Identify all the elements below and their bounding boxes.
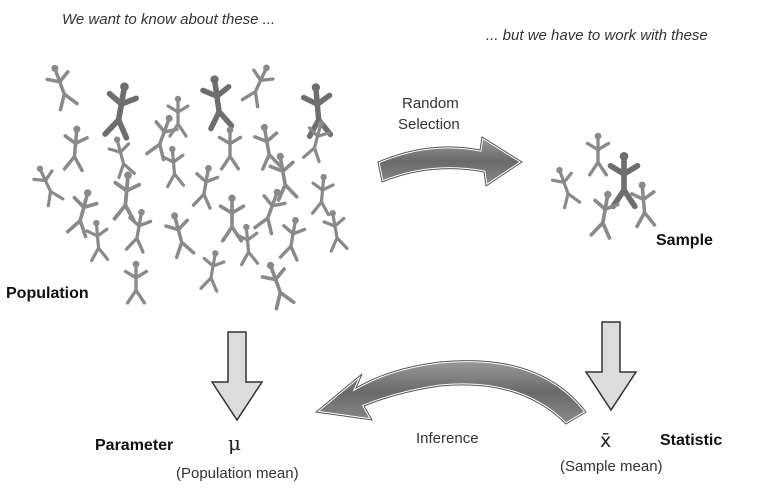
person-figure bbox=[253, 123, 282, 171]
person-figure bbox=[310, 173, 335, 217]
person-figure bbox=[585, 132, 611, 177]
person-figure bbox=[302, 120, 331, 164]
person-figure bbox=[200, 75, 235, 132]
person-figure bbox=[85, 219, 110, 263]
sample-figures bbox=[550, 132, 657, 240]
person-figure bbox=[191, 164, 220, 210]
person-figure bbox=[268, 152, 299, 202]
person-figure bbox=[164, 212, 196, 260]
header-right-text: ... but we have to work with these bbox=[486, 27, 708, 44]
person-figure bbox=[45, 64, 79, 112]
population-mean-label: (Population mean) bbox=[176, 465, 299, 482]
population-label: Population bbox=[6, 285, 89, 302]
xbar-symbol: x̄ bbox=[600, 430, 612, 452]
person-figure bbox=[322, 210, 349, 253]
person-figure bbox=[124, 208, 153, 254]
inference-arrow bbox=[312, 359, 589, 426]
person-figure bbox=[145, 114, 179, 162]
person-figure bbox=[65, 189, 99, 239]
person-figure bbox=[102, 82, 139, 141]
population-figures bbox=[32, 64, 349, 311]
down-arrow-parameter bbox=[210, 331, 264, 422]
person-figure bbox=[260, 261, 296, 311]
person-figure bbox=[123, 260, 149, 305]
person-figure bbox=[240, 64, 275, 109]
random-selection-label-line2: Selection bbox=[398, 116, 460, 133]
random-selection-label-line1: Random bbox=[402, 95, 459, 112]
person-figure bbox=[253, 188, 287, 236]
sample-label: Sample bbox=[656, 232, 713, 249]
person-figure bbox=[300, 83, 334, 139]
person-figure bbox=[161, 145, 186, 189]
down-arrow-statistic bbox=[584, 321, 638, 412]
person-figure bbox=[607, 152, 641, 210]
person-figure bbox=[235, 223, 260, 267]
person-figure bbox=[199, 250, 226, 293]
person-figure bbox=[32, 165, 65, 208]
person-figure bbox=[630, 181, 657, 229]
person-figure bbox=[217, 126, 243, 171]
sample-mean-label: (Sample mean) bbox=[560, 458, 663, 475]
person-figure bbox=[107, 136, 136, 180]
header-left-text: We want to know about these ... bbox=[62, 11, 276, 28]
person-figure bbox=[278, 216, 307, 262]
inference-label: Inference bbox=[416, 430, 479, 447]
parameter-label: Parameter bbox=[95, 437, 174, 454]
person-figure bbox=[589, 190, 620, 240]
person-figure bbox=[550, 166, 582, 210]
person-figure bbox=[218, 194, 246, 243]
person-figure bbox=[112, 171, 142, 223]
mu-symbol: μ bbox=[228, 431, 241, 455]
random-selection-arrow bbox=[376, 134, 525, 189]
statistic-label: Statistic bbox=[660, 432, 723, 449]
person-figure bbox=[62, 125, 89, 173]
